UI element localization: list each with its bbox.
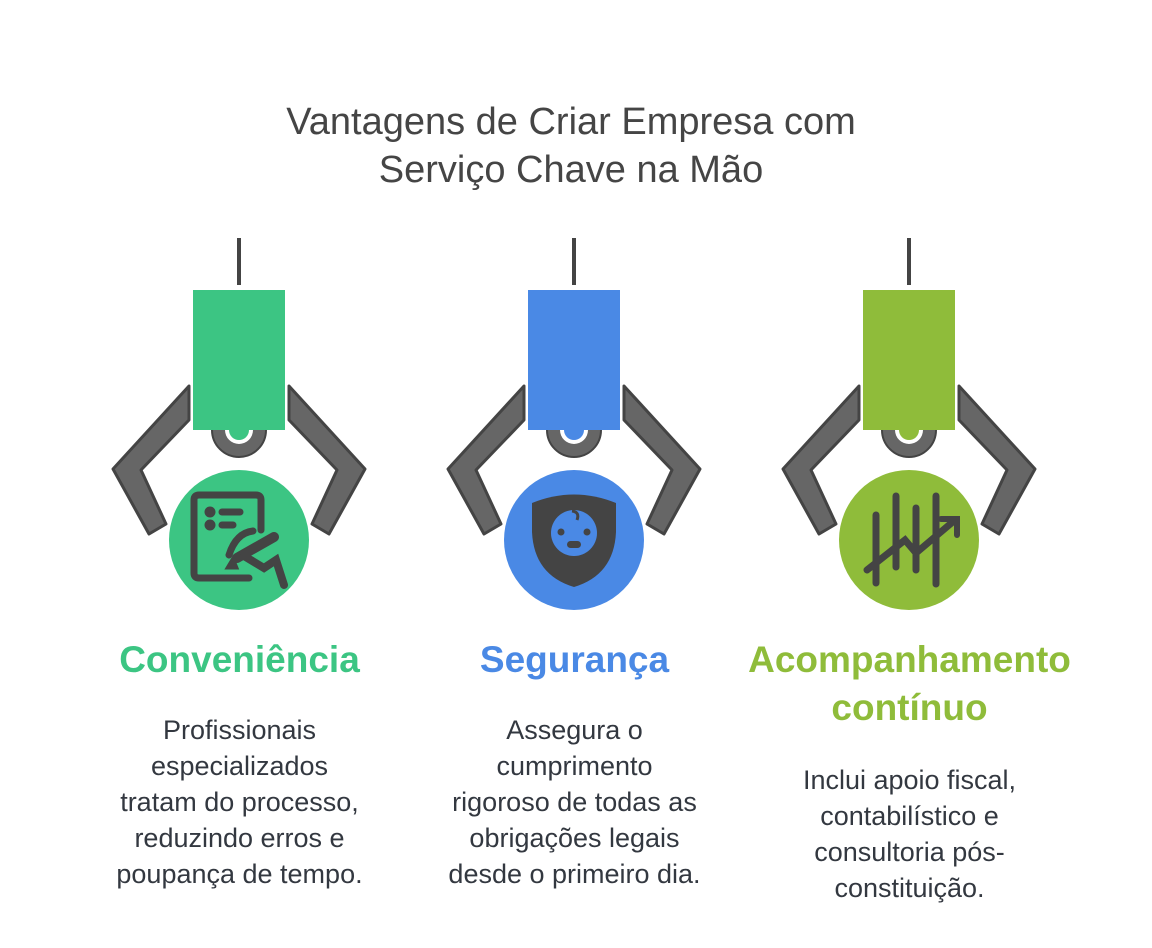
heading-monitoring: Acompanhamento contínuo xyxy=(742,636,1077,732)
desc-line: especializados xyxy=(150,751,329,781)
desc-line: constituição. xyxy=(834,873,985,903)
title-line-1: Vantagens de Criar Empresa com xyxy=(286,101,856,143)
desc-line: Inclui apoio fiscal, xyxy=(802,765,1017,795)
desc-security: Assegura o cumprimento rigoroso de todas… xyxy=(407,712,742,892)
claw-2 xyxy=(446,236,702,610)
contract-signing-icon xyxy=(190,491,288,589)
advantage-security: Segurança Assegura o cumprimento rigoros… xyxy=(407,636,742,892)
desc-line: obrigações legais xyxy=(469,823,680,853)
desc-line: cumprimento xyxy=(496,751,653,781)
desc-line: consultoria pós- xyxy=(814,837,1005,867)
desc-line: desde o primeiro dia. xyxy=(448,859,701,889)
desc-convenience: Profissionais especializados tratam do p… xyxy=(72,712,407,892)
claw-1 xyxy=(111,236,367,610)
desc-line: reduzindo erros e xyxy=(134,823,345,853)
page-title: Vantagens de Criar Empresa com Serviço C… xyxy=(0,98,1142,194)
claw-body-2 xyxy=(528,290,620,430)
advantage-monitoring: Acompanhamento contínuo Inclui apoio fis… xyxy=(742,636,1077,906)
heading-security: Segurança xyxy=(479,639,670,680)
heading-line-2: contínuo xyxy=(831,687,988,728)
heading-line-1: Acompanhamento xyxy=(748,639,1071,680)
growth-chart-icon xyxy=(863,492,960,588)
heading-convenience: Conveniência xyxy=(119,639,360,680)
desc-line: tratam do processo, xyxy=(120,787,359,817)
desc-line: poupança de tempo. xyxy=(116,859,363,889)
title-line-2: Serviço Chave na Mão xyxy=(378,149,764,191)
claw-body-1 xyxy=(193,290,285,430)
child-shield-icon xyxy=(532,494,616,587)
desc-line: Assegura o xyxy=(506,715,643,745)
desc-line: Profissionais xyxy=(162,715,317,745)
claw-3 xyxy=(781,236,1037,610)
advantage-convenience: Conveniência Profissionais especializado… xyxy=(72,636,407,892)
desc-line: rigoroso de todas as xyxy=(452,787,697,817)
desc-line: contabilístico e xyxy=(820,801,999,831)
desc-monitoring: Inclui apoio fiscal, contabilístico e co… xyxy=(742,762,1077,906)
claw-body-3 xyxy=(863,290,955,430)
